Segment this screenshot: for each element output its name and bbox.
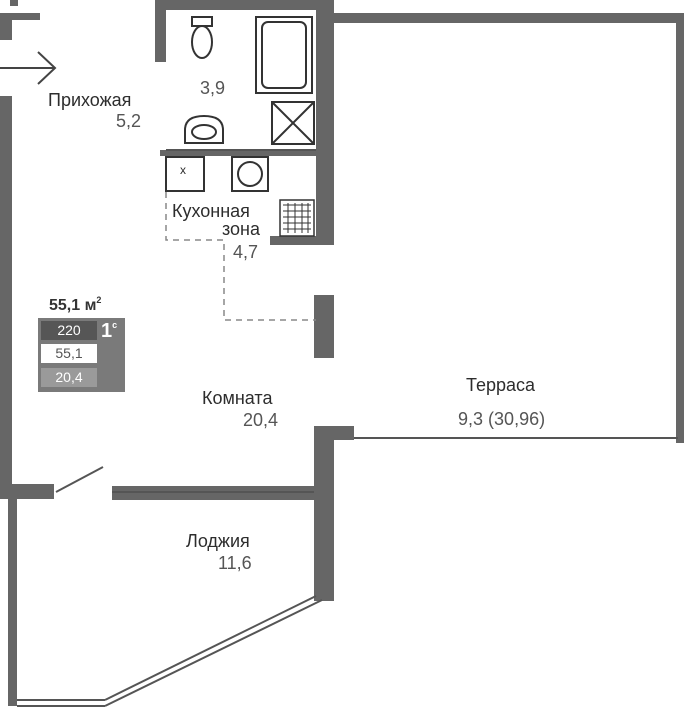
total-area-value: 55,1 м xyxy=(49,297,97,314)
total-area-unit-sup: 2 xyxy=(96,295,102,305)
room-count-sup: с xyxy=(112,320,118,330)
kitchen-name-line2: зона xyxy=(222,219,261,239)
wall-left xyxy=(0,96,12,486)
hob-icon xyxy=(165,156,205,192)
room-count-value: 1 xyxy=(101,320,113,342)
kitchen-area: 4,7 xyxy=(233,242,259,262)
bathroom-area: 3,9 xyxy=(200,78,226,98)
bathtub-icon xyxy=(255,16,313,94)
terrace-area-value: 9,3 xyxy=(458,409,484,429)
hob-label: x xyxy=(180,163,186,177)
hall-area: 5,2 xyxy=(116,111,142,131)
loggia-name: Лоджия xyxy=(186,531,250,551)
wall-bath-left xyxy=(155,0,166,62)
loggia-area: 11,6 xyxy=(218,553,252,573)
wall-kitchen-bottom xyxy=(270,236,316,245)
entry-arrow-icon xyxy=(0,51,57,85)
hall-name: Прихожая xyxy=(48,90,132,110)
living-room-area: 20,4 xyxy=(243,410,279,430)
wall-living-right-col xyxy=(314,426,334,601)
wall-bath-right xyxy=(316,0,334,245)
wall-bath-bottom xyxy=(160,150,330,156)
wall-loggia-left xyxy=(8,498,17,706)
room-count: 1с xyxy=(101,320,117,343)
summary-badge: 220 55,1 20,4 1с xyxy=(38,318,125,392)
terrace-name: Терраса xyxy=(466,375,536,395)
wall-terrace-top xyxy=(330,13,684,23)
sink-icon xyxy=(231,156,269,192)
terrace-area: 9,3 (30,96) xyxy=(458,410,545,428)
kitchen-name-line1: Кухонная xyxy=(172,201,250,221)
total-area: 55,1 м2 xyxy=(49,295,102,315)
shower-tray-icon xyxy=(271,101,315,145)
badge-cell-2: 55,1 xyxy=(41,344,97,363)
terrace-area-full: (30,96) xyxy=(488,409,546,429)
wall-top-entry xyxy=(10,0,18,6)
badge-cell-1: 220 xyxy=(41,321,97,340)
wall-terrace-right xyxy=(676,13,684,443)
badge-cell-3: 20,4 xyxy=(41,368,97,387)
wall-bath-top xyxy=(155,0,330,10)
toilet-icon xyxy=(191,16,213,59)
wall-top-left xyxy=(0,13,40,20)
washbasin-icon xyxy=(184,114,224,144)
wall-living-right xyxy=(314,295,334,358)
living-room-name: Комната xyxy=(202,388,273,408)
stove-icon xyxy=(279,199,315,237)
wall-loggia-top-left xyxy=(0,484,54,499)
